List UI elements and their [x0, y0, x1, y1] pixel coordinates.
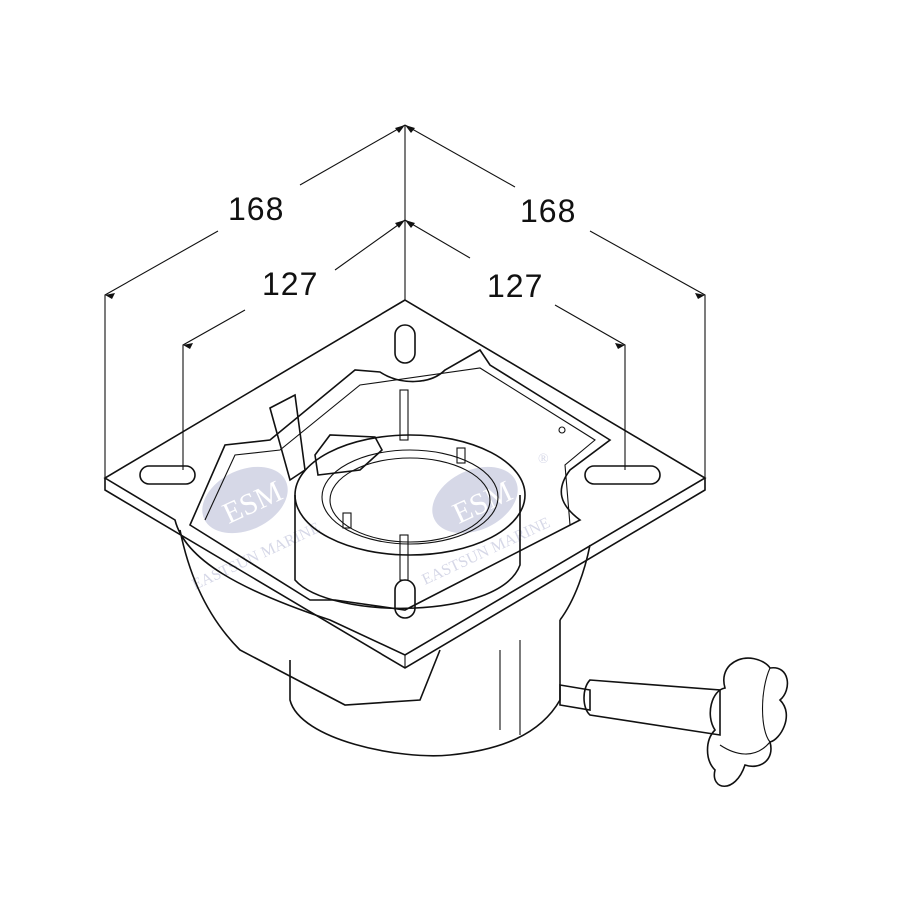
- dimension-inner-right: 127: [487, 268, 543, 304]
- base-body: [179, 529, 591, 757]
- registered-mark: ®: [538, 452, 549, 467]
- mounting-plate: [103, 299, 707, 669]
- dimension-outer-left: 168: [228, 191, 284, 227]
- swivel-ring: [269, 389, 566, 610]
- slot-left: [139, 465, 196, 485]
- slot-right: [584, 465, 661, 485]
- slot-bottom: [394, 579, 416, 619]
- dimension-inner-left: 127: [262, 266, 318, 302]
- adjustment-knob: [559, 657, 789, 787]
- slot-top: [394, 324, 416, 364]
- mounting-slots: [139, 324, 661, 619]
- dimension-lines: [104, 124, 706, 490]
- watermark-text: EASTSUN MARINE: [190, 519, 323, 593]
- dimension-outer-right: 168: [520, 193, 576, 229]
